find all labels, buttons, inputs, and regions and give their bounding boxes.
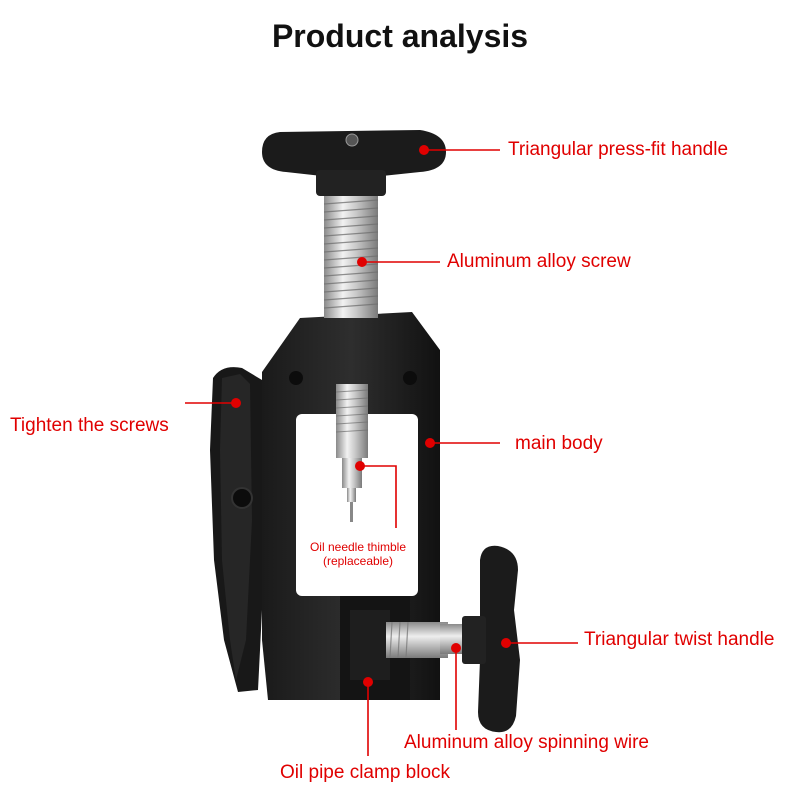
label-spinning-wire: Aluminum alloy spinning wire [404, 732, 649, 753]
label-needle-line1: Oil needle thimble [309, 540, 407, 554]
label-clamp-block: Oil pipe clamp block [280, 762, 451, 783]
inner-spindle [335, 384, 369, 522]
pointer-lines [185, 145, 578, 756]
press-handle [262, 130, 446, 196]
label-main-body: main body [515, 433, 603, 454]
label-needle-line2: (replaceable) [322, 554, 394, 568]
aluminum-screw [323, 196, 379, 318]
label-twist-handle: Triangular twist handle [584, 629, 775, 650]
label-screw: Aluminum alloy screw [447, 251, 631, 272]
clamp-block [350, 610, 464, 680]
page-title: Product analysis [271, 18, 529, 54]
side-lever [210, 367, 268, 692]
twist-handle [462, 545, 520, 733]
label-tighten: Tighten the screws [10, 415, 169, 436]
label-needle-thimble: Oil needle thimble (replaceable) [298, 540, 418, 568]
label-press-handle: Triangular press-fit handle [508, 139, 729, 160]
